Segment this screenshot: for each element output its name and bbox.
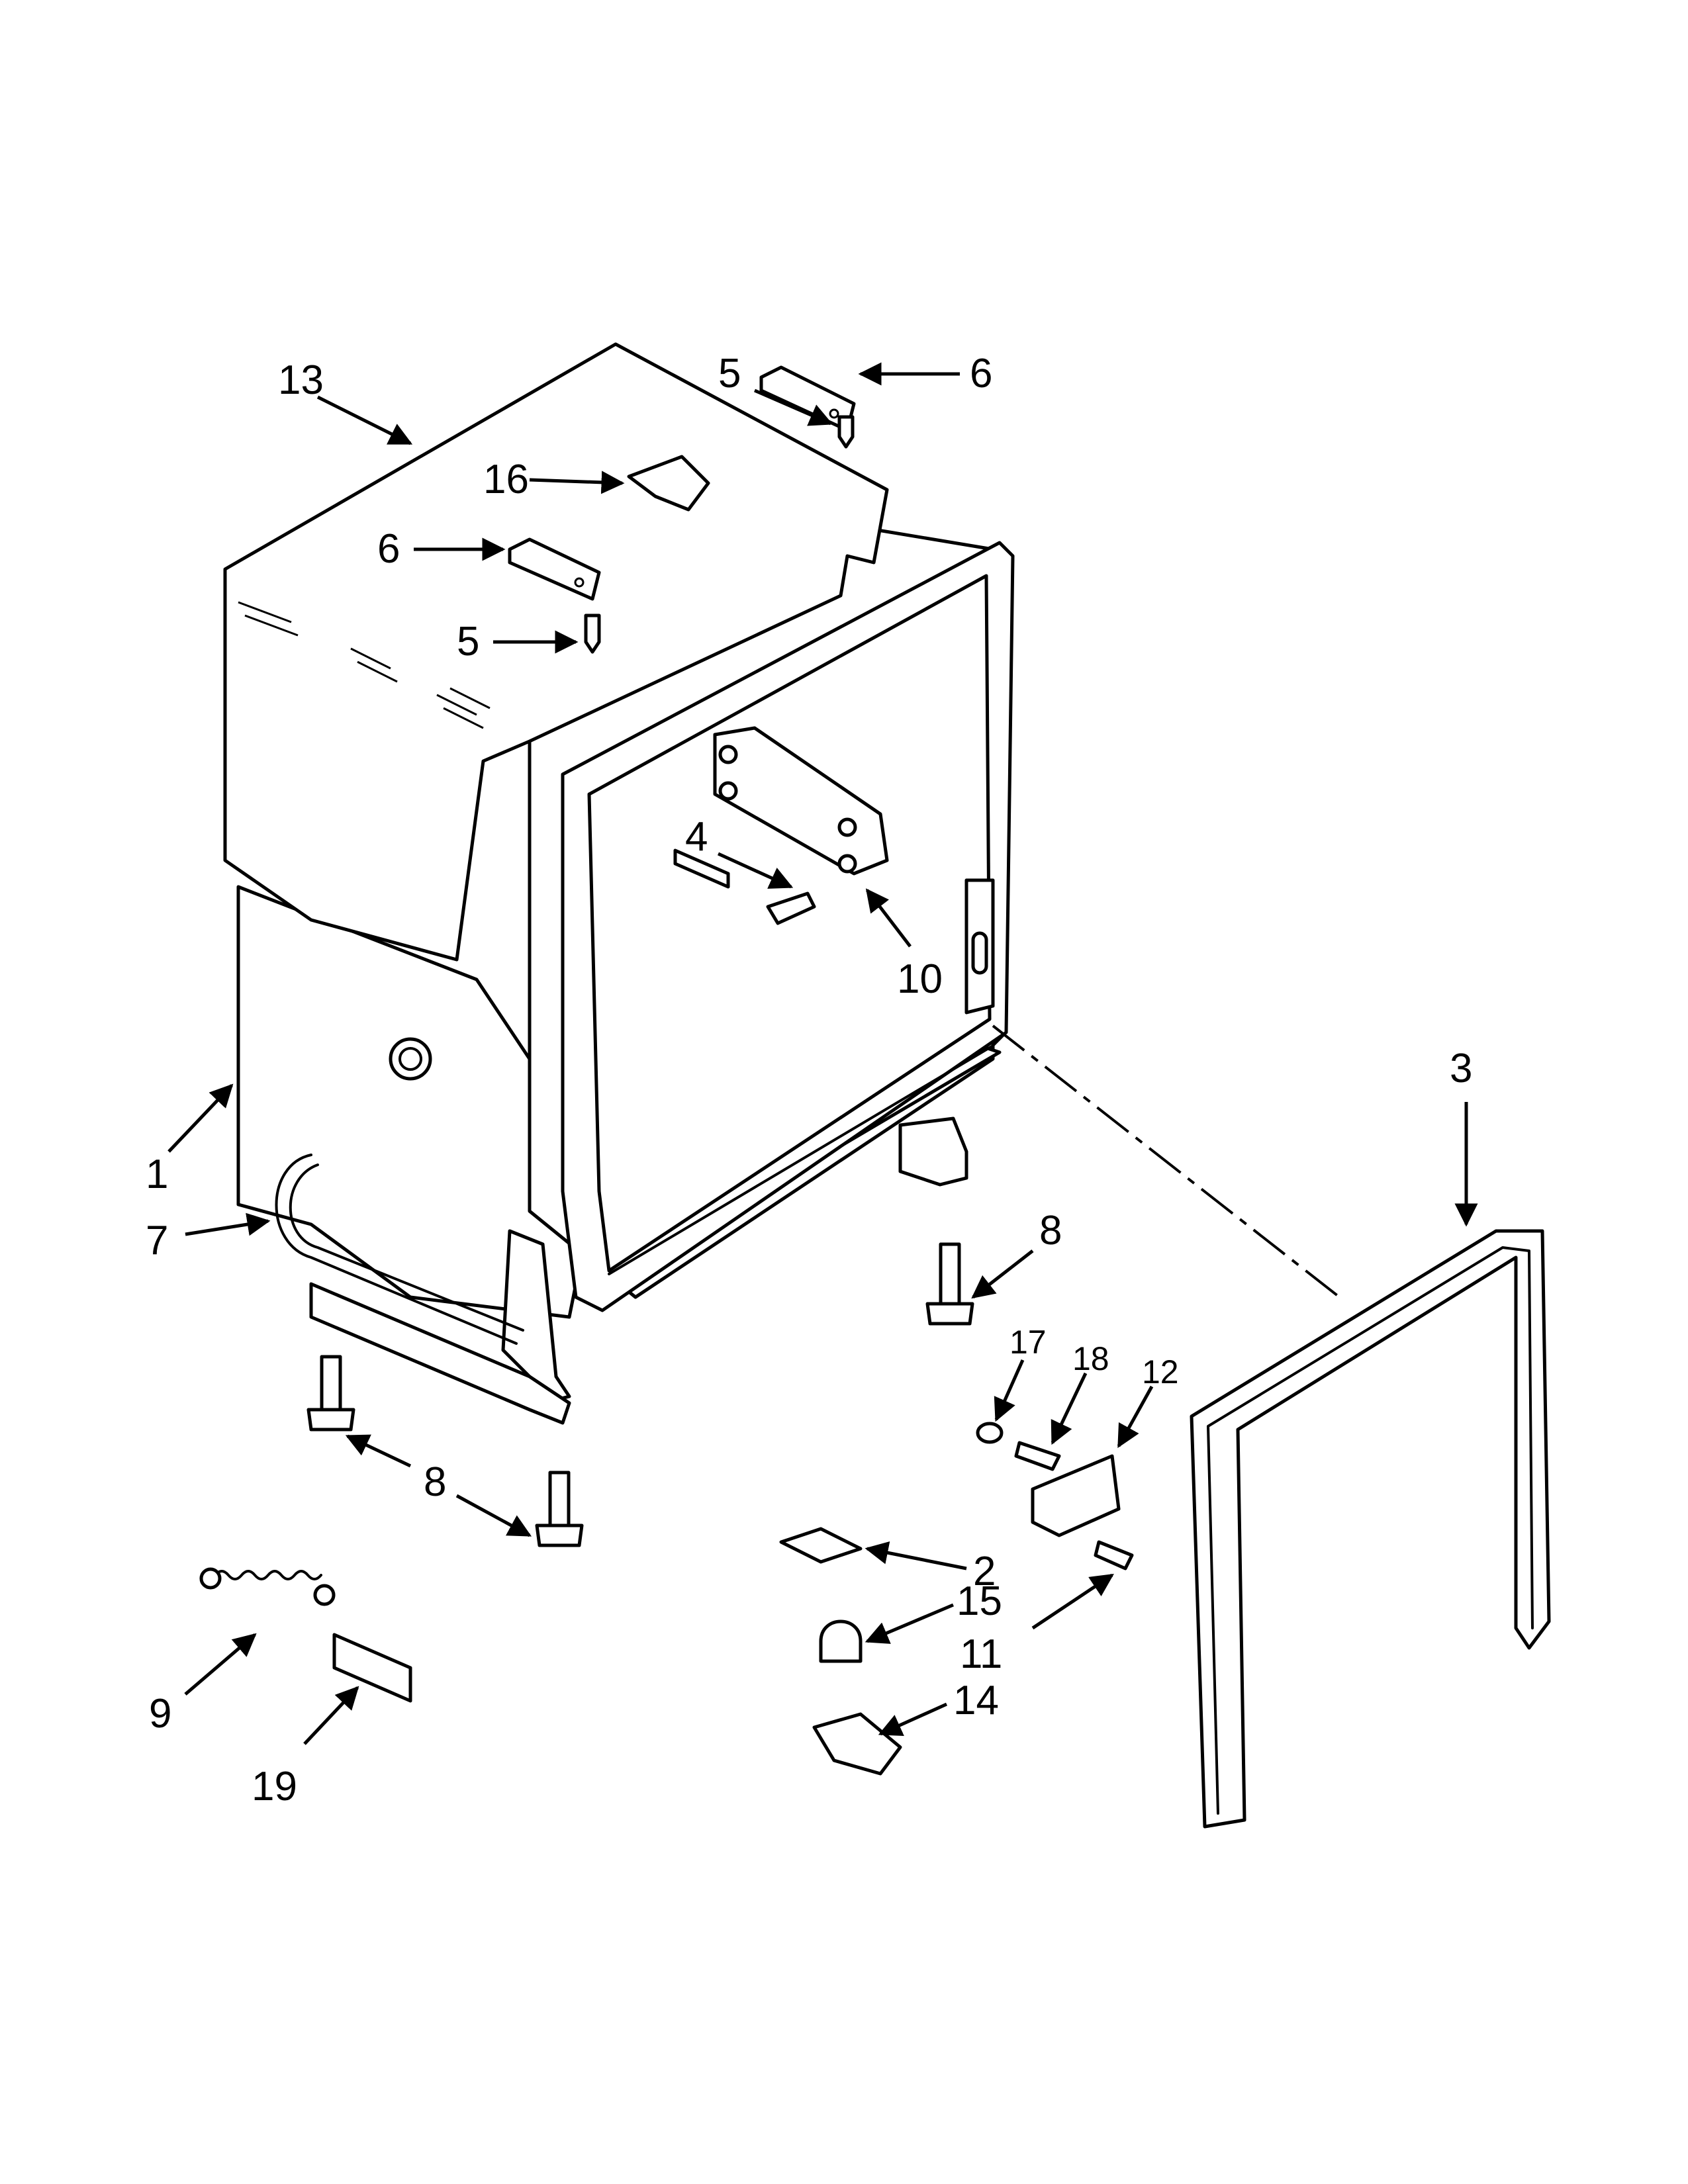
callout-7: 7 <box>146 1218 168 1263</box>
spring-hook-right <box>313 1584 336 1606</box>
leader-lines <box>167 362 1478 1745</box>
plate-fastener-3 <box>837 817 857 837</box>
spring-clip <box>627 455 710 512</box>
hinge-hole-lower <box>574 577 585 588</box>
callout-13: 13 <box>278 357 324 403</box>
callout-11: 11 <box>960 1631 1002 1677</box>
drain-hose <box>275 1154 518 1345</box>
callout-19: 19 <box>252 1764 297 1809</box>
callout-4: 4 <box>685 814 708 860</box>
callout-6-upper: 6 <box>970 351 992 396</box>
door-strike-slot <box>971 931 988 975</box>
callout-5-lower: 5 <box>457 619 479 664</box>
leader-9 <box>184 1633 257 1696</box>
callout-5-upper: 5 <box>718 351 741 396</box>
callout-10: 10 <box>897 956 943 1002</box>
leader-7 <box>185 1212 271 1236</box>
washer <box>976 1422 1004 1444</box>
callout-16: 16 <box>483 457 529 502</box>
leader-10 <box>865 888 912 948</box>
mounting-plate <box>713 726 889 876</box>
door-gasket-inner <box>1207 1246 1534 1815</box>
screw-lower <box>584 614 601 654</box>
assembly-centerline <box>992 1024 1345 1302</box>
leader-17 <box>994 1359 1025 1422</box>
leader-18 <box>1051 1372 1088 1445</box>
float-switch <box>812 1712 902 1776</box>
leveling-leg-center <box>535 1471 584 1547</box>
door-gasket-outer <box>1190 1229 1551 1829</box>
callout-1: 1 <box>146 1152 168 1197</box>
callout-14: 14 <box>953 1678 999 1723</box>
leader-11 <box>1031 1573 1114 1630</box>
hex-screw <box>1014 1441 1061 1471</box>
leader-12 <box>1117 1385 1154 1449</box>
side-vent-inner <box>399 1047 422 1071</box>
tub-front-inner <box>587 574 992 1273</box>
leader-15 <box>865 1603 954 1644</box>
base-shim <box>779 1527 863 1564</box>
callout-8-right: 8 <box>1039 1208 1062 1253</box>
door-spring <box>214 1570 322 1580</box>
hinge-bracket-lower <box>508 537 601 601</box>
callout-15: 15 <box>957 1578 1002 1624</box>
side-vent <box>389 1037 432 1081</box>
callout-17: 17 <box>1009 1324 1047 1361</box>
plate-fastener-4 <box>837 854 857 874</box>
tub-assembly <box>223 342 1015 1425</box>
front-base-rail <box>309 1282 571 1425</box>
bottom-rail <box>608 1031 1008 1275</box>
bracket-screw <box>1094 1540 1134 1570</box>
plate-fastener-2 <box>718 781 738 801</box>
callout-8-left: 8 <box>424 1459 446 1505</box>
drain-hose-inner <box>289 1163 524 1332</box>
callout-labels: 13 16 6 5 5 6 4 10 1 7 8 8 3 17 18 12 2 … <box>146 351 1472 1809</box>
leader-19 <box>303 1686 359 1745</box>
leveling-leg-left <box>306 1355 355 1432</box>
leader-16 <box>529 471 625 494</box>
plate-fastener-1 <box>718 745 738 764</box>
right-base-bracket <box>898 1116 968 1187</box>
leader-5-upper <box>754 388 833 426</box>
callout-2: 2 <box>973 1549 996 1594</box>
insulation-marks <box>238 601 491 729</box>
leveling-leg-right <box>925 1242 974 1326</box>
tub-side-wall <box>236 885 578 1319</box>
float <box>819 1619 863 1663</box>
cushion-pad <box>332 1633 412 1703</box>
leader-8-left-a <box>345 1434 412 1468</box>
callout-6-lower: 6 <box>377 526 400 572</box>
leader-4 <box>717 852 794 889</box>
callout-12: 12 <box>1142 1353 1179 1390</box>
spring-hook-left <box>199 1567 222 1590</box>
callout-9: 9 <box>149 1691 171 1737</box>
leader-2 <box>865 1541 967 1570</box>
callout-18: 18 <box>1072 1340 1109 1377</box>
leader-1 <box>167 1083 234 1153</box>
leader-13 <box>316 395 413 445</box>
leader-14 <box>878 1702 948 1737</box>
leader-8-right <box>971 1250 1034 1299</box>
leader-8-left-b <box>455 1494 532 1537</box>
screw-upper <box>837 415 855 449</box>
tub-front-frame <box>561 541 1015 1312</box>
filter-flap <box>673 848 730 889</box>
callout-3: 3 <box>1450 1046 1472 1091</box>
dispenser-screw <box>766 891 816 925</box>
drain-bracket <box>1031 1454 1121 1537</box>
